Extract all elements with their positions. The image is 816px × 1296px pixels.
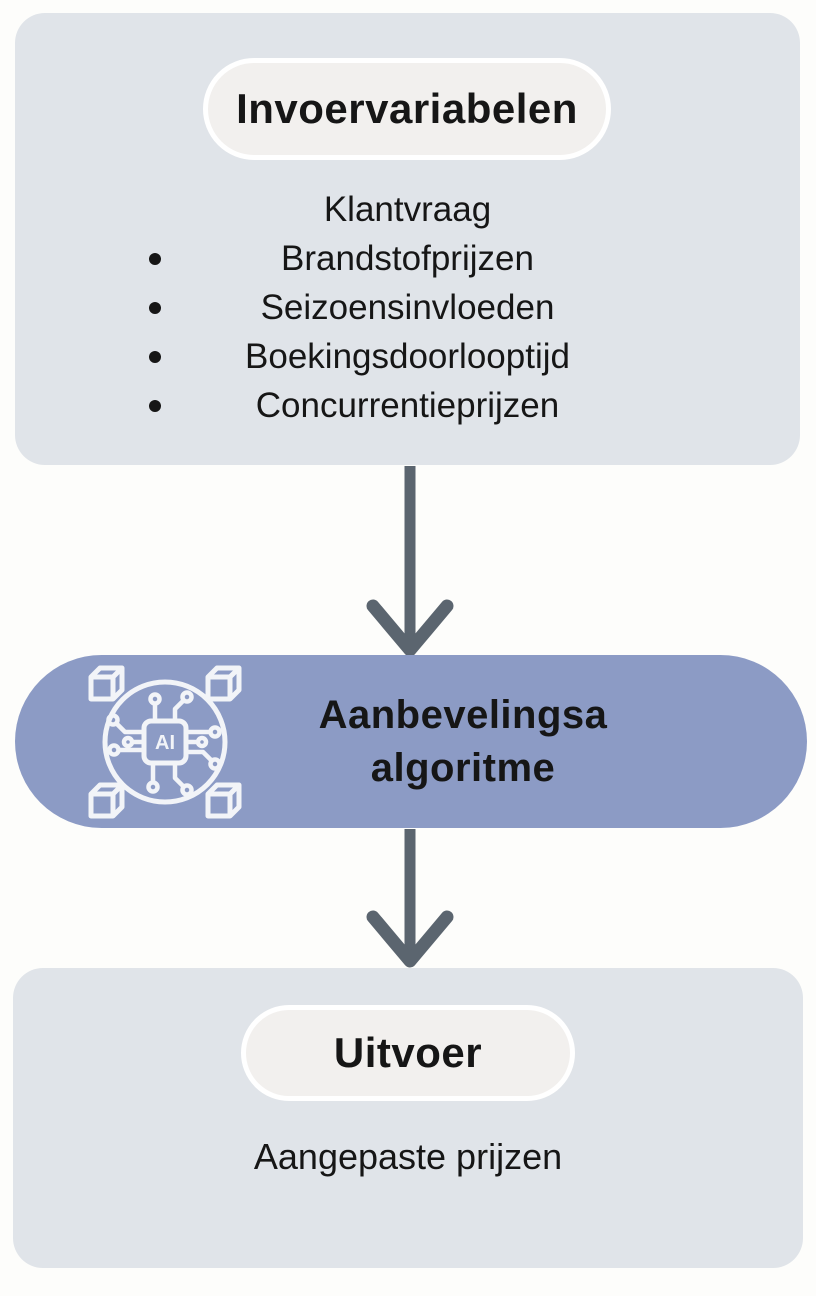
list-item: Seizoensinvloeden [15, 283, 800, 332]
list-item-label: Klantvraag [323, 190, 492, 229]
algorithm-title: Aanbevelingsa algoritme [119, 689, 807, 795]
output-result-text: Aangepaste prijzen [253, 1136, 563, 1177]
output-box: Uitvoer Aangepaste prijzen [13, 968, 803, 1268]
algorithm-title-line1: Aanbevelingsa [318, 692, 608, 737]
list-item: Klantvraag [15, 185, 800, 234]
input-variables-title-pill: Invoervariabelen [203, 58, 611, 160]
input-variables-title: Invoervariabelen [236, 85, 578, 132]
bullet-icon [149, 399, 161, 412]
bullet-icon [149, 301, 161, 314]
list-item: Brandstofprijzen [15, 234, 800, 283]
list-item-label: Concurrentieprijzen [255, 386, 560, 425]
list-item-label: Seizoensinvloeden [260, 288, 555, 327]
down-arrow-icon [366, 466, 454, 657]
list-item-label: Boekingsdoorlooptijd [245, 337, 570, 376]
down-arrow-icon [366, 829, 454, 968]
algorithm-title-line2: algoritme [370, 745, 556, 790]
input-variables-box: Invoervariabelen Klantvraag Brandstofpri… [15, 13, 800, 465]
input-variables-list: Klantvraag Brandstofprijzen Seizoensinvl… [15, 185, 800, 430]
ai-chip-icon: AI [88, 665, 242, 818]
bullet-icon [149, 252, 161, 265]
output-title-pill: Uitvoer [241, 1005, 575, 1101]
algorithm-box: AI Aanbevelingsa algoritme [15, 655, 807, 828]
ai-chip-label: AI [155, 732, 175, 754]
list-item: Concurrentieprijzen [15, 381, 800, 430]
bullet-icon [149, 350, 161, 363]
list-item-label: Brandstofprijzen [281, 239, 534, 278]
list-item: Boekingsdoorlooptijd [15, 332, 800, 381]
output-title: Uitvoer [333, 1029, 483, 1076]
